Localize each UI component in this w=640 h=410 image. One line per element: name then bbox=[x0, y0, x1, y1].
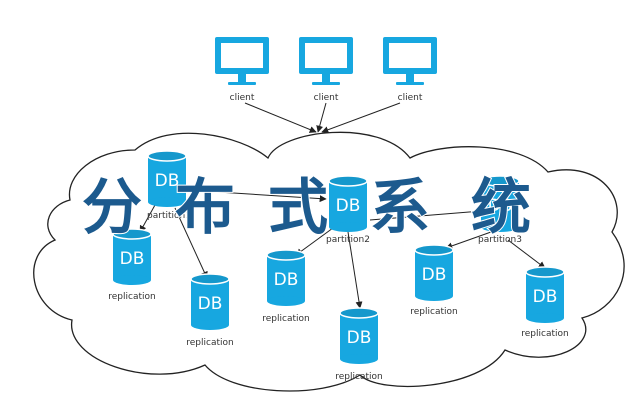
monitor-icon bbox=[215, 37, 269, 85]
edge-partition2-rep4 bbox=[347, 231, 363, 309]
db-label: DB bbox=[274, 270, 299, 290]
client-node: client bbox=[215, 37, 269, 103]
edge-partition2-partition3 bbox=[369, 207, 495, 221]
edge-client3-partition2 bbox=[321, 102, 401, 134]
edge-partition1-rep1 bbox=[139, 204, 156, 233]
client-label: client bbox=[398, 93, 423, 103]
partition-label: partition3 bbox=[478, 235, 522, 245]
db-label: DB bbox=[422, 265, 447, 285]
monitor-icon bbox=[383, 37, 437, 85]
edge-partition1-partition2 bbox=[185, 189, 327, 203]
edge-partition3-rep5 bbox=[445, 231, 492, 250]
client-label: client bbox=[314, 93, 339, 103]
edge-partition1-rep2 bbox=[174, 207, 208, 279]
replication-node: DB replication bbox=[410, 244, 458, 317]
page-title: 分 布 式 系 统 bbox=[81, 172, 532, 244]
replication-label: replication bbox=[410, 307, 457, 317]
monitor-icon bbox=[299, 37, 353, 85]
db-label: DB bbox=[488, 196, 513, 216]
partition-label: partition2 bbox=[326, 235, 370, 245]
client-node: client bbox=[383, 37, 437, 103]
replication-label: replication bbox=[108, 292, 155, 302]
title-char: 分 bbox=[82, 173, 142, 243]
edge-partition2-rep3 bbox=[295, 227, 334, 256]
replication-node: DB replication bbox=[335, 307, 383, 382]
replication-label: replication bbox=[335, 372, 382, 382]
partition-label: partition1 bbox=[147, 211, 191, 221]
db-label: DB bbox=[533, 287, 558, 307]
edges bbox=[139, 102, 546, 309]
title-char: 系 bbox=[370, 173, 430, 243]
replication-node: DB replication bbox=[262, 249, 310, 324]
client-label: client bbox=[230, 93, 255, 103]
title-char: 式 bbox=[268, 173, 328, 243]
replication-label: replication bbox=[521, 329, 568, 339]
client-node: client bbox=[299, 37, 353, 103]
db-label: DB bbox=[120, 249, 145, 269]
replication-node: DB replication bbox=[108, 228, 156, 302]
replication-label: replication bbox=[186, 338, 233, 348]
db-label: DB bbox=[336, 196, 361, 216]
replication-node: DB replication bbox=[521, 266, 569, 339]
replication-label: replication bbox=[262, 314, 309, 324]
edge-partition3-rep6 bbox=[507, 239, 546, 269]
edge-client2-partition2 bbox=[316, 102, 327, 133]
partition-node: DB partition1 bbox=[147, 150, 191, 221]
title-char: 布 bbox=[175, 173, 235, 243]
title-char: 统 bbox=[471, 173, 531, 243]
db-label: DB bbox=[198, 294, 223, 314]
partition-node: DB partition2 bbox=[326, 175, 370, 245]
replication-node: DB replication bbox=[186, 273, 234, 348]
edge-client1-partition2 bbox=[244, 102, 317, 133]
cloud-outline bbox=[33, 131, 625, 392]
db-label: DB bbox=[155, 171, 180, 191]
db-label: DB bbox=[347, 328, 372, 348]
partition-node: DB partition3 bbox=[478, 175, 522, 245]
